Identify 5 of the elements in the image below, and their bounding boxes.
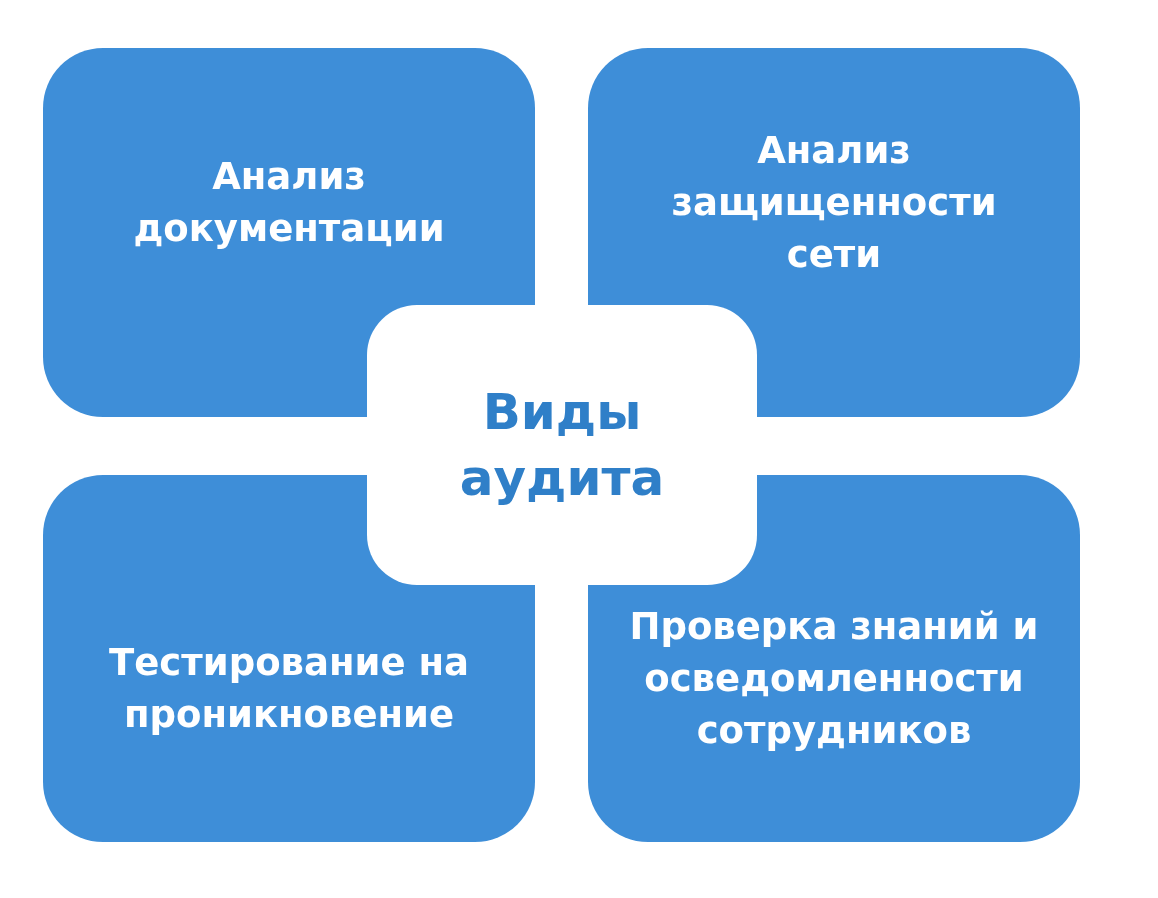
central-title: Виды аудита	[458, 382, 666, 509]
box-label: Проверка знаний и осведомленности сотрудников	[628, 603, 1040, 754]
box-label: Анализ защищенности сети	[670, 127, 998, 278]
box-label: Тестирование на проникновение	[108, 639, 470, 738]
box-label: Анализ документации	[132, 153, 446, 252]
